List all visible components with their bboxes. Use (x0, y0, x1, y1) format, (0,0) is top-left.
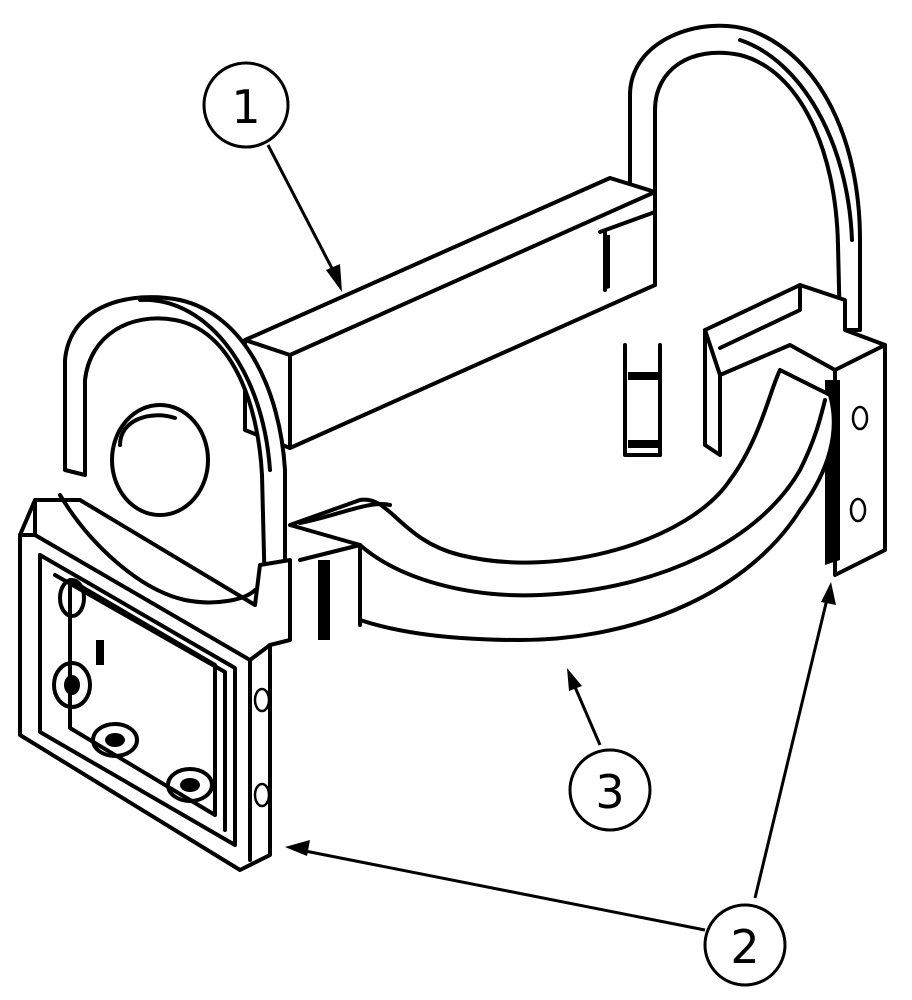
callout-3: 3 (567, 668, 652, 832)
right-clamp-block (703, 283, 887, 577)
callout-1-label: 1 (231, 80, 260, 134)
left-end-plate (63, 295, 287, 597)
rear-post (623, 343, 662, 457)
top-rail (243, 176, 657, 450)
right-end-plate (628, 23, 862, 332)
callout-1: 1 (202, 61, 342, 292)
curved-band (288, 368, 836, 642)
callout-2: 2 (285, 582, 836, 987)
callout-2-label: 2 (730, 920, 759, 974)
callout-3-label: 3 (595, 765, 624, 819)
left-base-bracket (18, 493, 292, 872)
